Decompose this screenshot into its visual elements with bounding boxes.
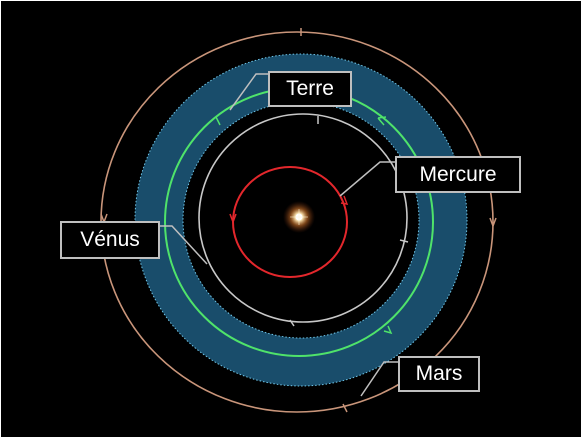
label-venus: Vénus (60, 221, 160, 259)
earth-orbit-arrow-left (215, 116, 221, 126)
venus-orbit-tick-bottom (289, 319, 295, 327)
earth-orbit-arrow-bottom (383, 325, 393, 335)
venus-orbit (198, 113, 408, 323)
mars-orbit-tick-bottom (342, 403, 348, 413)
mars-orbit-arrow (489, 217, 497, 227)
terre-leader-line (229, 73, 268, 111)
mercury-orbit-tick-left (229, 213, 237, 225)
mars-leader-line (360, 361, 398, 397)
habitable-zone-inner-edge (182, 101, 420, 339)
sun-flare (290, 209, 308, 225)
venus-leader-line (160, 225, 208, 265)
habitable-zone-outer-edge (134, 53, 468, 387)
mercure-leader-line (339, 161, 395, 197)
venus-orbit-tick-right (399, 239, 409, 243)
mercury-orbit-tick-right (340, 195, 349, 205)
earth-orbit-arrow-top (377, 116, 387, 126)
label-terre: Terre (268, 71, 352, 107)
label-mercure: Mercure (395, 156, 521, 193)
label-mars: Mars (398, 356, 480, 392)
